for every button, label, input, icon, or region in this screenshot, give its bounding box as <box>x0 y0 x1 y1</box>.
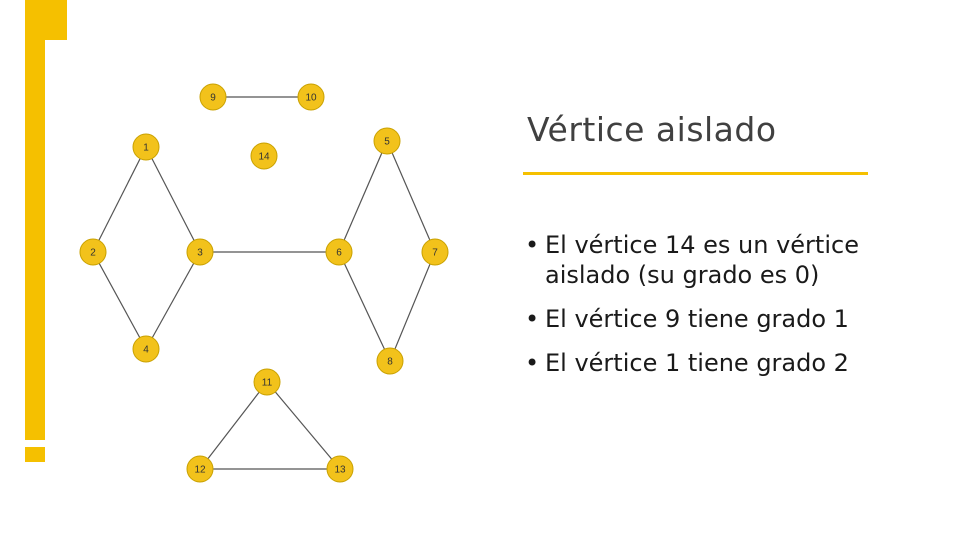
node-label: 1 <box>143 143 149 154</box>
slide-title: Vértice aislado <box>527 110 777 149</box>
node-1: 1 <box>132 133 160 161</box>
edge-5-7 <box>386 140 436 253</box>
node-circle <box>199 83 227 111</box>
node-circle <box>326 455 354 483</box>
node-circle <box>325 238 353 266</box>
node-circle <box>373 127 401 155</box>
edge-6-8 <box>338 251 391 362</box>
node-11: 11 <box>253 368 281 396</box>
edge-2-4 <box>92 251 147 350</box>
node-circle <box>421 238 449 266</box>
node-circle <box>79 238 107 266</box>
node-2: 2 <box>79 238 107 266</box>
node-circle <box>186 455 214 483</box>
node-circle <box>132 133 160 161</box>
bullet-item: El vértice 1 tiene grado 2 <box>525 348 945 378</box>
node-circle <box>297 83 325 111</box>
node-circle <box>132 335 160 363</box>
node-7: 7 <box>421 238 449 266</box>
node-8: 8 <box>376 347 404 375</box>
node-3: 3 <box>186 238 214 266</box>
node-label: 10 <box>305 93 317 104</box>
node-label: 11 <box>262 378 273 389</box>
node-label: 7 <box>432 248 438 259</box>
node-label: 8 <box>387 357 393 368</box>
node-label: 6 <box>336 248 342 259</box>
edge-7-8 <box>389 251 436 362</box>
node-circle <box>376 347 404 375</box>
node-circle <box>253 368 281 396</box>
node-5: 5 <box>373 127 401 155</box>
node-6: 6 <box>325 238 353 266</box>
accent-bar-bottom <box>25 447 45 462</box>
accent-bar-vertical <box>25 40 45 440</box>
edge-1-2 <box>92 146 147 253</box>
edge-11-12 <box>199 381 268 470</box>
edge-1-3 <box>145 146 201 253</box>
node-13: 13 <box>326 455 354 483</box>
node-label: 2 <box>90 248 96 259</box>
graph-edges <box>92 96 436 470</box>
node-label: 9 <box>210 93 216 104</box>
node-12: 12 <box>186 455 214 483</box>
bullet-item: El vértice 14 es un vértice aislado (su … <box>525 230 945 290</box>
node-9: 9 <box>199 83 227 111</box>
node-label: 4 <box>143 345 149 356</box>
edge-3-4 <box>145 251 201 350</box>
node-circle <box>250 142 278 170</box>
node-label: 5 <box>384 137 390 148</box>
bullet-item: El vértice 9 tiene grado 1 <box>525 304 945 334</box>
edge-5-6 <box>338 140 388 253</box>
accent-bar-top <box>25 0 67 40</box>
node-label: 14 <box>258 152 270 163</box>
node-label: 12 <box>194 465 206 476</box>
title-underline <box>523 172 868 175</box>
node-label: 13 <box>334 465 346 476</box>
edge-11-13 <box>266 381 341 470</box>
node-4: 4 <box>132 335 160 363</box>
node-10: 10 <box>297 83 325 111</box>
bullet-list: El vértice 14 es un vértice aislado (su … <box>525 230 945 392</box>
node-14: 14 <box>250 142 278 170</box>
node-label: 3 <box>197 248 203 259</box>
node-circle <box>186 238 214 266</box>
